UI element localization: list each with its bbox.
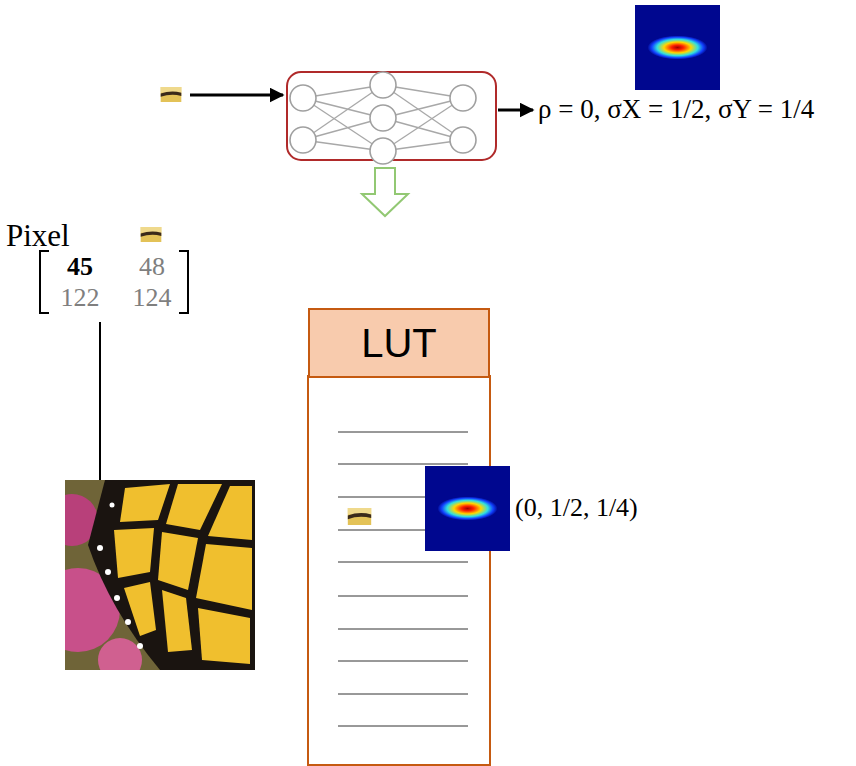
matrix-value: 45 [67, 253, 93, 282]
image-patch [161, 87, 182, 102]
output-parameters: ρ = 0, σX = 1/2, σY = 1/4 [538, 95, 814, 125]
table-title: LUT [361, 321, 437, 366]
butterfly-image [65, 480, 255, 670]
neural-network [287, 72, 496, 164]
output-arrow [498, 109, 533, 112]
lut-header: LUT [308, 308, 490, 378]
matrix-value: 124 [133, 284, 172, 313]
matrix-bracket [40, 251, 49, 313]
lut-body [308, 376, 490, 765]
neurons [290, 72, 476, 164]
matrix-value: 122 [61, 284, 100, 313]
lut-entry-value: (0, 1/2, 1/4) [515, 494, 638, 523]
gaussian-heatmap [425, 466, 510, 551]
image-patch [141, 227, 162, 242]
image-patch [348, 508, 371, 525]
gaussian-heatmap [635, 5, 720, 90]
lut-table [308, 376, 510, 765]
matrix-value: 48 [139, 253, 165, 282]
input-arrow [190, 94, 283, 97]
conversion-arrow [362, 168, 408, 216]
pixel-caption: Pixel [6, 219, 70, 253]
matrix-bracket [179, 251, 188, 313]
